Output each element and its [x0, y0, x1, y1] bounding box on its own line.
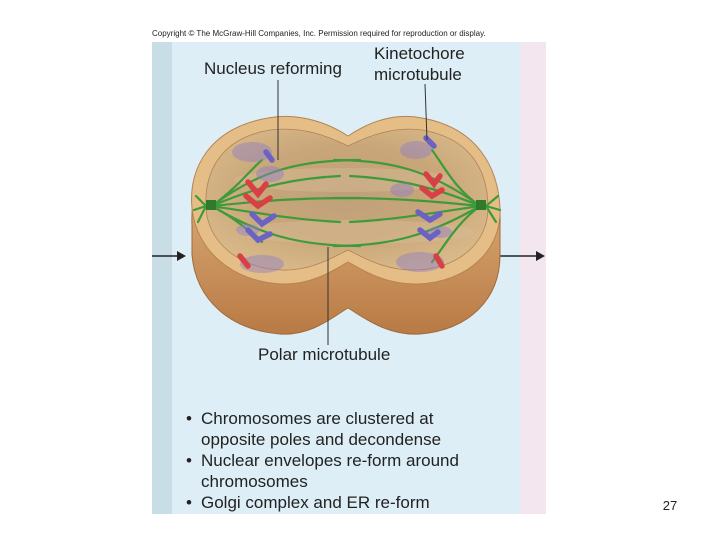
bullet-2-line-2: chromosomes	[201, 472, 308, 491]
left-strip	[152, 42, 172, 514]
bullet-marker: •	[186, 409, 192, 428]
bullet-3-line-1: Golgi complex and ER re-form	[201, 493, 430, 512]
bullet-list: • Chromosomes are clustered at opposite …	[186, 409, 459, 512]
centrosome-left	[206, 200, 216, 210]
label-polar-microtubule: Polar microtubule	[258, 345, 390, 364]
bullet-1-line-2: opposite poles and decondense	[201, 430, 441, 449]
bullet-2-line-1: Nuclear envelopes re-form around	[201, 451, 459, 470]
label-kinetochore-line1: Kinetochore	[374, 44, 465, 63]
label-kinetochore-line2: microtubule	[374, 65, 462, 84]
slide-number: 27	[650, 498, 690, 513]
centrosome-right	[476, 200, 486, 210]
bullet-marker: •	[186, 493, 192, 512]
label-nucleus-reforming: Nucleus reforming	[204, 59, 342, 78]
right-strip	[520, 42, 546, 514]
bullet-marker: •	[186, 451, 192, 470]
bullet-1-line-1: Chromosomes are clustered at	[201, 409, 434, 428]
